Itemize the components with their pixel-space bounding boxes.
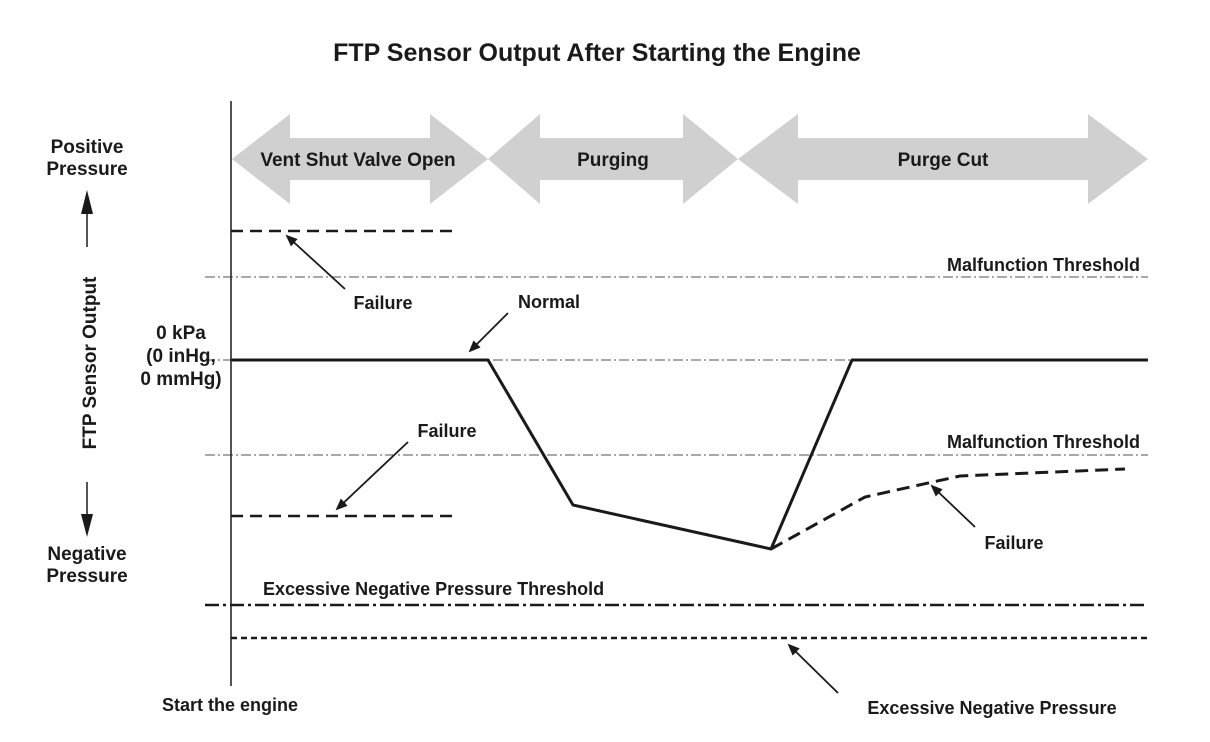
zero-pressure-label-line3: 0 mmHg) (140, 369, 221, 390)
diagram-title: FTP Sensor Output After Starting the Eng… (333, 39, 861, 67)
failure-purge-cut-label: Failure (984, 533, 1043, 553)
phase-label-purging: Purging (577, 150, 649, 171)
down-arrow-icon (81, 482, 93, 537)
failure-high-pointer (285, 234, 346, 290)
y-axis-label: FTP Sensor Output (80, 276, 101, 449)
phase-arrows: Vent Shut Valve Open Purging Purge Cut (232, 114, 1148, 204)
failure-high-label: Failure (353, 293, 412, 313)
normal-output-curve (231, 358, 1148, 551)
upper-malfunction-threshold-label: Malfunction Threshold (947, 255, 1140, 275)
excessive-negative-threshold-label: Excessive Negative Pressure Threshold (263, 579, 604, 599)
negative-pressure-label-line2: Pressure (46, 566, 127, 587)
failure-purge-cut-curve (770, 467, 1126, 551)
up-arrow-icon (81, 190, 93, 247)
phase-arrow-purging (488, 114, 738, 204)
normal-pointer (468, 312, 509, 353)
phase-arrow-purge-cut (738, 114, 1148, 204)
start-engine-label: Start the engine (162, 695, 298, 715)
positive-pressure-label-line1: Positive (51, 137, 124, 158)
phase-label-purge-cut: Purge Cut (898, 150, 989, 171)
phase-arrow-vent-shut-valve-open (232, 114, 488, 204)
failure-low-label: Failure (417, 421, 476, 441)
failure-purge-cut-pointer (930, 484, 976, 528)
lower-malfunction-threshold-label: Malfunction Threshold (947, 432, 1140, 452)
zero-pressure-label-line1: 0 kPa (156, 323, 206, 344)
excessive-negative-pressure-label: Excessive Negative Pressure (867, 698, 1116, 718)
phase-label-vent-shut-valve-open: Vent Shut Valve Open (260, 150, 455, 171)
zero-pressure-label-line2: (0 inHg, (146, 346, 216, 367)
excessive-negative-pressure-pointer (787, 643, 839, 694)
normal-label: Normal (518, 292, 580, 312)
positive-pressure-label-line2: Pressure (46, 159, 127, 180)
failure-low-pointer (335, 441, 409, 511)
negative-pressure-label-line1: Negative (47, 544, 126, 565)
